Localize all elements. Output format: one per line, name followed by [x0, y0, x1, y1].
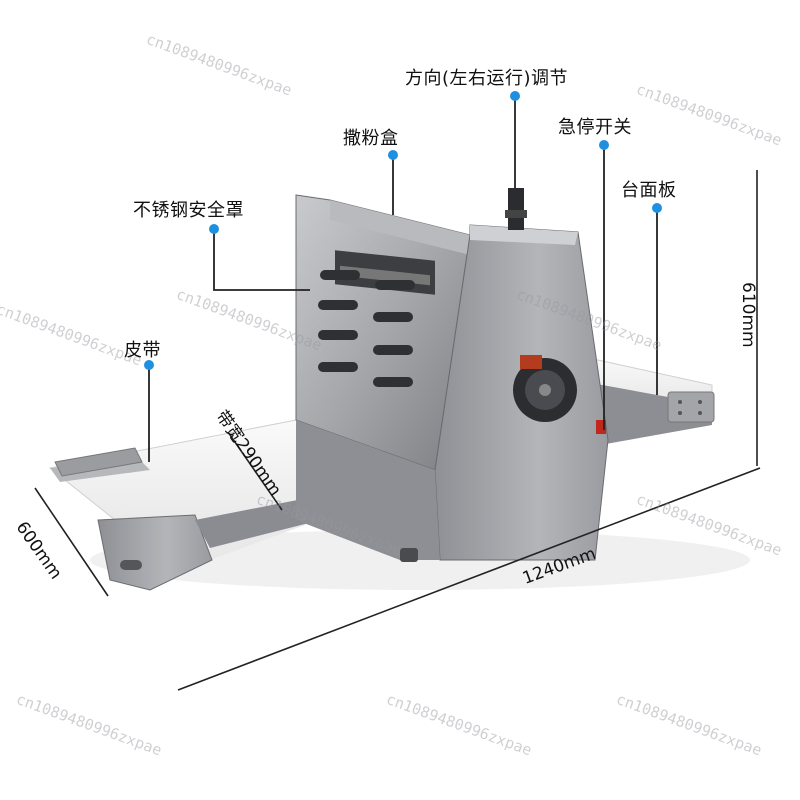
- label-emergency-stop: 急停开关: [558, 117, 632, 138]
- machine-body: [295, 188, 609, 562]
- dimension-height: 610mm: [738, 282, 758, 348]
- label-safety-guard: 不锈钢安全罩: [133, 200, 244, 221]
- label-dots: [144, 91, 662, 370]
- label-belt: 皮带: [124, 340, 161, 361]
- dimension-lines: [34, 170, 761, 691]
- label-table-board: 台面板: [621, 180, 677, 201]
- label-flour-box: 撒粉盒: [343, 128, 399, 149]
- right-conveyor: [574, 354, 715, 445]
- leader-lines: [148, 100, 658, 462]
- label-direction-adjust: 方向(左右运行)调节: [405, 68, 569, 89]
